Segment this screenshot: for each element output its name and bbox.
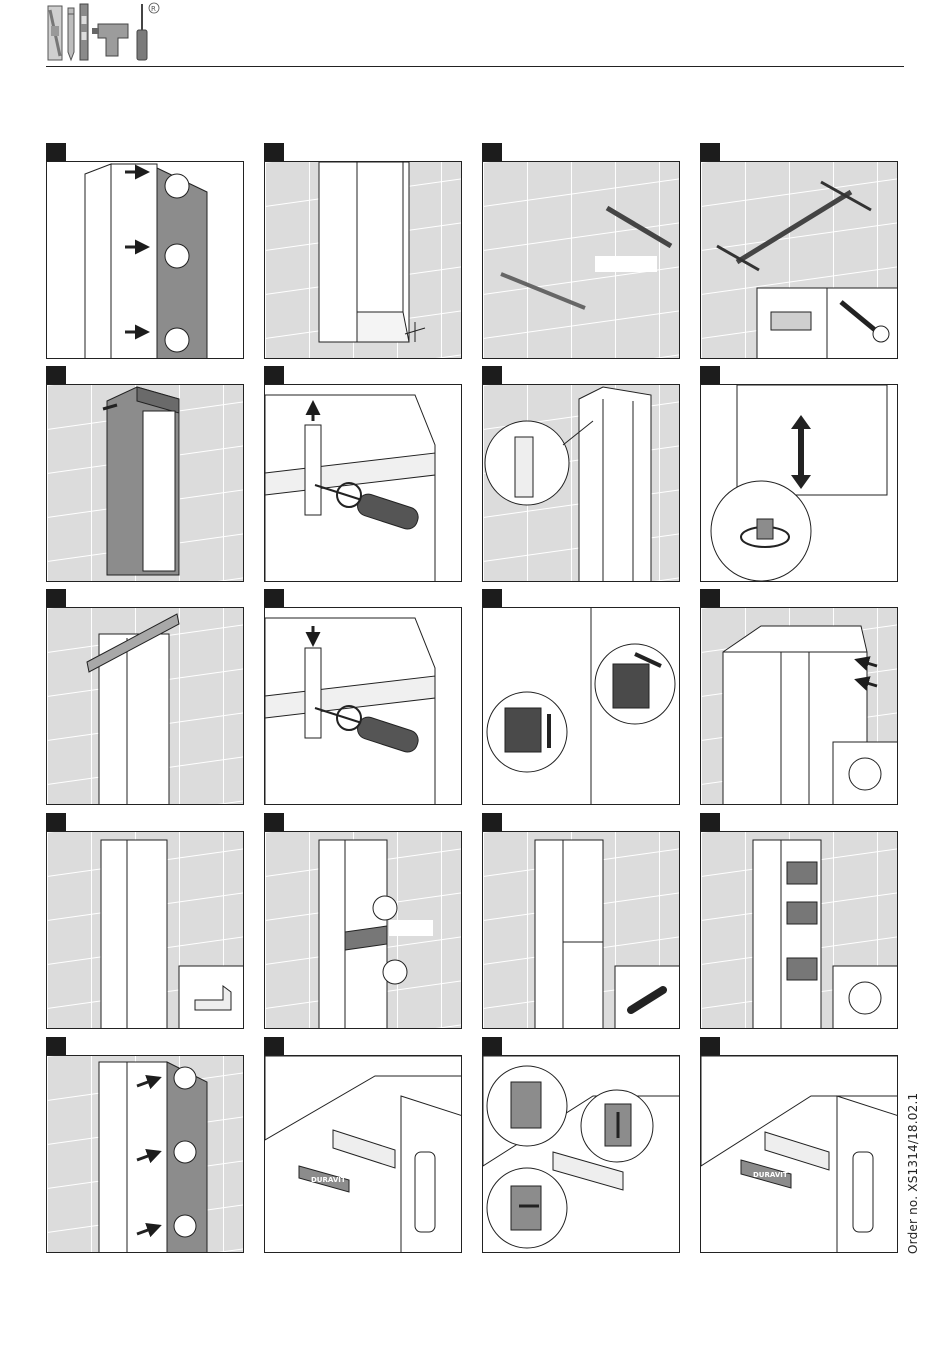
callout-circle-icon <box>165 328 189 352</box>
drill-icon <box>92 24 128 56</box>
step-number-tab <box>46 589 66 609</box>
step-11 <box>482 589 680 804</box>
step-number-tab <box>482 589 502 609</box>
wall-plug-icon <box>771 312 811 330</box>
step-number-tab <box>46 366 66 386</box>
cover-cap-icon: DURAVIT <box>299 1166 349 1192</box>
step-illustration <box>46 607 244 805</box>
step-illustration <box>46 1055 244 1253</box>
step-number-tab <box>482 1037 502 1057</box>
step-number-tab <box>482 813 502 833</box>
drill-bit-icon <box>80 4 88 60</box>
step-5 <box>46 366 244 581</box>
step-illustration <box>46 831 244 1029</box>
callout-circle-icon <box>174 1141 196 1163</box>
step-illustration <box>264 384 462 582</box>
cover-brand-label: DURAVIT <box>311 1176 346 1184</box>
step-number-tab <box>700 366 720 386</box>
order-number-text: Order no. XS1314/18.02.1 <box>906 1093 920 1254</box>
cover-cap-icon: DURAVIT <box>741 1160 791 1188</box>
step-number-tab <box>700 1037 720 1057</box>
step-3 <box>482 143 680 358</box>
step-number-tab <box>482 366 502 386</box>
callout-circle-icon <box>165 174 189 198</box>
step-17 <box>46 1037 244 1252</box>
step-20: DURAVIT <box>700 1037 898 1252</box>
order-number: Order no. XS1314/18.02.1 <box>906 1254 907 1255</box>
callout-circle-icon <box>165 244 189 268</box>
step-13 <box>46 813 244 1028</box>
step-illustration <box>264 831 462 1029</box>
tools-required-graphic: R <box>46 2 206 62</box>
step-illustration <box>700 384 898 582</box>
step-illustration <box>482 1055 680 1253</box>
step-14 <box>264 813 462 1028</box>
header-rule <box>46 66 904 67</box>
registered-mark: R <box>151 5 156 13</box>
step-2 <box>264 143 462 358</box>
step-illustration <box>46 161 244 359</box>
step-number-tab <box>700 813 720 833</box>
step-7 <box>482 366 680 581</box>
step-illustration <box>264 161 462 359</box>
step-4 <box>700 143 898 358</box>
shelf-pin-icon <box>849 758 881 790</box>
step-number-tab <box>700 143 720 163</box>
step-12 <box>700 589 898 804</box>
step-6 <box>264 366 462 581</box>
shelf-pin-icon <box>849 982 881 1014</box>
page-header: R <box>46 0 904 68</box>
hinge-icon <box>765 1132 829 1170</box>
step-illustration <box>482 831 680 1029</box>
step-number-tab <box>46 143 66 163</box>
step-10 <box>264 589 462 804</box>
step-number-tab <box>46 1037 66 1057</box>
step-number-tab <box>264 1037 284 1057</box>
spirit-level-icon <box>48 6 62 60</box>
step-number-tab <box>700 589 720 609</box>
step-15 <box>482 813 680 1028</box>
step-illustration <box>482 607 680 805</box>
pencil-icon <box>68 8 74 60</box>
step-illustration <box>46 384 244 582</box>
step-illustration <box>700 607 898 805</box>
hinge-icon <box>333 1130 395 1168</box>
step-illustration: DURAVIT <box>700 1055 898 1253</box>
step-1 <box>46 143 244 358</box>
step-number-tab <box>264 589 284 609</box>
step-number-tab <box>264 813 284 833</box>
callout-circle-icon <box>174 1067 196 1089</box>
step-illustration <box>700 161 898 359</box>
step-16 <box>700 813 898 1028</box>
step-8 <box>700 366 898 581</box>
screwdriver-icon <box>137 4 147 60</box>
step-18: DURAVIT <box>264 1037 462 1252</box>
step-illustration <box>700 831 898 1029</box>
callout-circle-icon <box>383 960 407 984</box>
step-number-tab <box>482 143 502 163</box>
step-9 <box>46 589 244 804</box>
cover-brand-label: DURAVIT <box>753 1171 788 1179</box>
step-illustration <box>482 161 680 359</box>
step-illustration <box>482 384 680 582</box>
step-number-tab <box>264 366 284 386</box>
step-number-tab <box>46 813 66 833</box>
step-illustration: DURAVIT <box>264 1055 462 1253</box>
step-illustration <box>264 607 462 805</box>
step-19 <box>482 1037 680 1252</box>
callout-circle-icon <box>373 896 397 920</box>
step-number-tab <box>264 143 284 163</box>
callout-circle-icon <box>174 1215 196 1237</box>
